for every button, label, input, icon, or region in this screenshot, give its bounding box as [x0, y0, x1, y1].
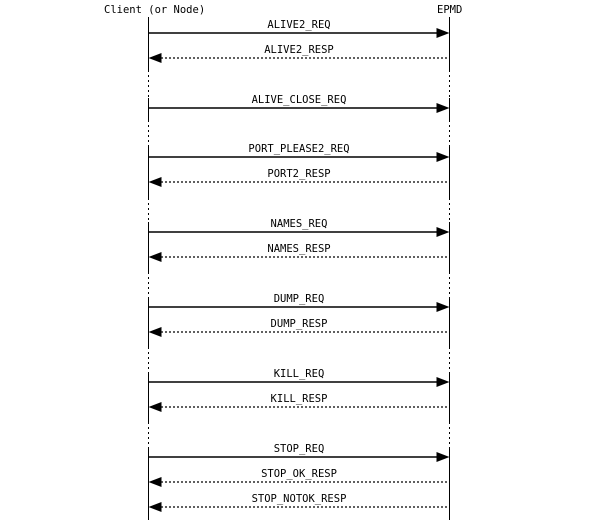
message-label-dump-resp: DUMP_RESP — [270, 318, 328, 330]
arrowhead-right-icon — [436, 152, 450, 162]
message-label-dump-req: DUMP_REQ — [273, 293, 325, 305]
arrow-port-please2-req — [148, 152, 450, 162]
message-label-alive-close-req: ALIVE_CLOSE_REQ — [251, 94, 347, 106]
arrow-names-resp — [148, 252, 450, 262]
arrowhead-left-icon — [148, 477, 162, 487]
message-label-alive2-resp: ALIVE2_RESP — [264, 44, 334, 56]
arrowhead-right-icon — [436, 302, 450, 312]
message-label-kill-resp: KILL_RESP — [270, 393, 328, 405]
arrow-names-req — [148, 227, 450, 237]
arrowhead-right-icon — [436, 377, 450, 387]
arrow-dump-resp — [148, 327, 450, 337]
arrow-stop-ok-resp — [148, 477, 450, 487]
message-label-names-req: NAMES_REQ — [270, 218, 328, 230]
arrow-port2-resp — [148, 177, 450, 187]
arrow-dump-req — [148, 302, 450, 312]
message-label-stop-req: STOP_REQ — [273, 443, 325, 455]
arrowhead-right-icon — [436, 28, 450, 38]
message-label-port-please2-req: PORT_PLEASE2_REQ — [248, 143, 350, 155]
arrow-stop-req — [148, 452, 450, 462]
message-label-port2-resp: PORT2_RESP — [267, 168, 331, 180]
arrowhead-left-icon — [148, 402, 162, 412]
arrow-alive2-req — [148, 28, 450, 38]
arrowhead-left-icon — [148, 177, 162, 187]
arrow-kill-resp — [148, 402, 450, 412]
arrowhead-right-icon — [436, 452, 450, 462]
arrow-alive2-resp — [148, 53, 450, 63]
participant-label-epmd: EPMD — [437, 4, 463, 16]
message-label-kill-req: KILL_REQ — [273, 368, 325, 380]
participant-label-client: Client (or Node) — [104, 4, 206, 16]
message-label-stop-notok-resp: STOP_NOTOK_RESP — [251, 493, 347, 505]
message-label-stop-ok-resp: STOP_OK_RESP — [261, 468, 337, 480]
arrow-alive-close-req — [148, 103, 450, 113]
arrowhead-right-icon — [436, 227, 450, 237]
arrowhead-right-icon — [436, 103, 450, 113]
arrowhead-left-icon — [148, 327, 162, 337]
arrowhead-left-icon — [148, 252, 162, 262]
message-label-names-resp: NAMES_RESP — [267, 243, 331, 255]
arrow-kill-req — [148, 377, 450, 387]
arrow-stop-notok-resp — [148, 502, 450, 512]
arrowhead-left-icon — [148, 53, 162, 63]
arrowhead-left-icon — [148, 502, 162, 512]
message-label-alive2-req: ALIVE2_REQ — [267, 19, 331, 31]
